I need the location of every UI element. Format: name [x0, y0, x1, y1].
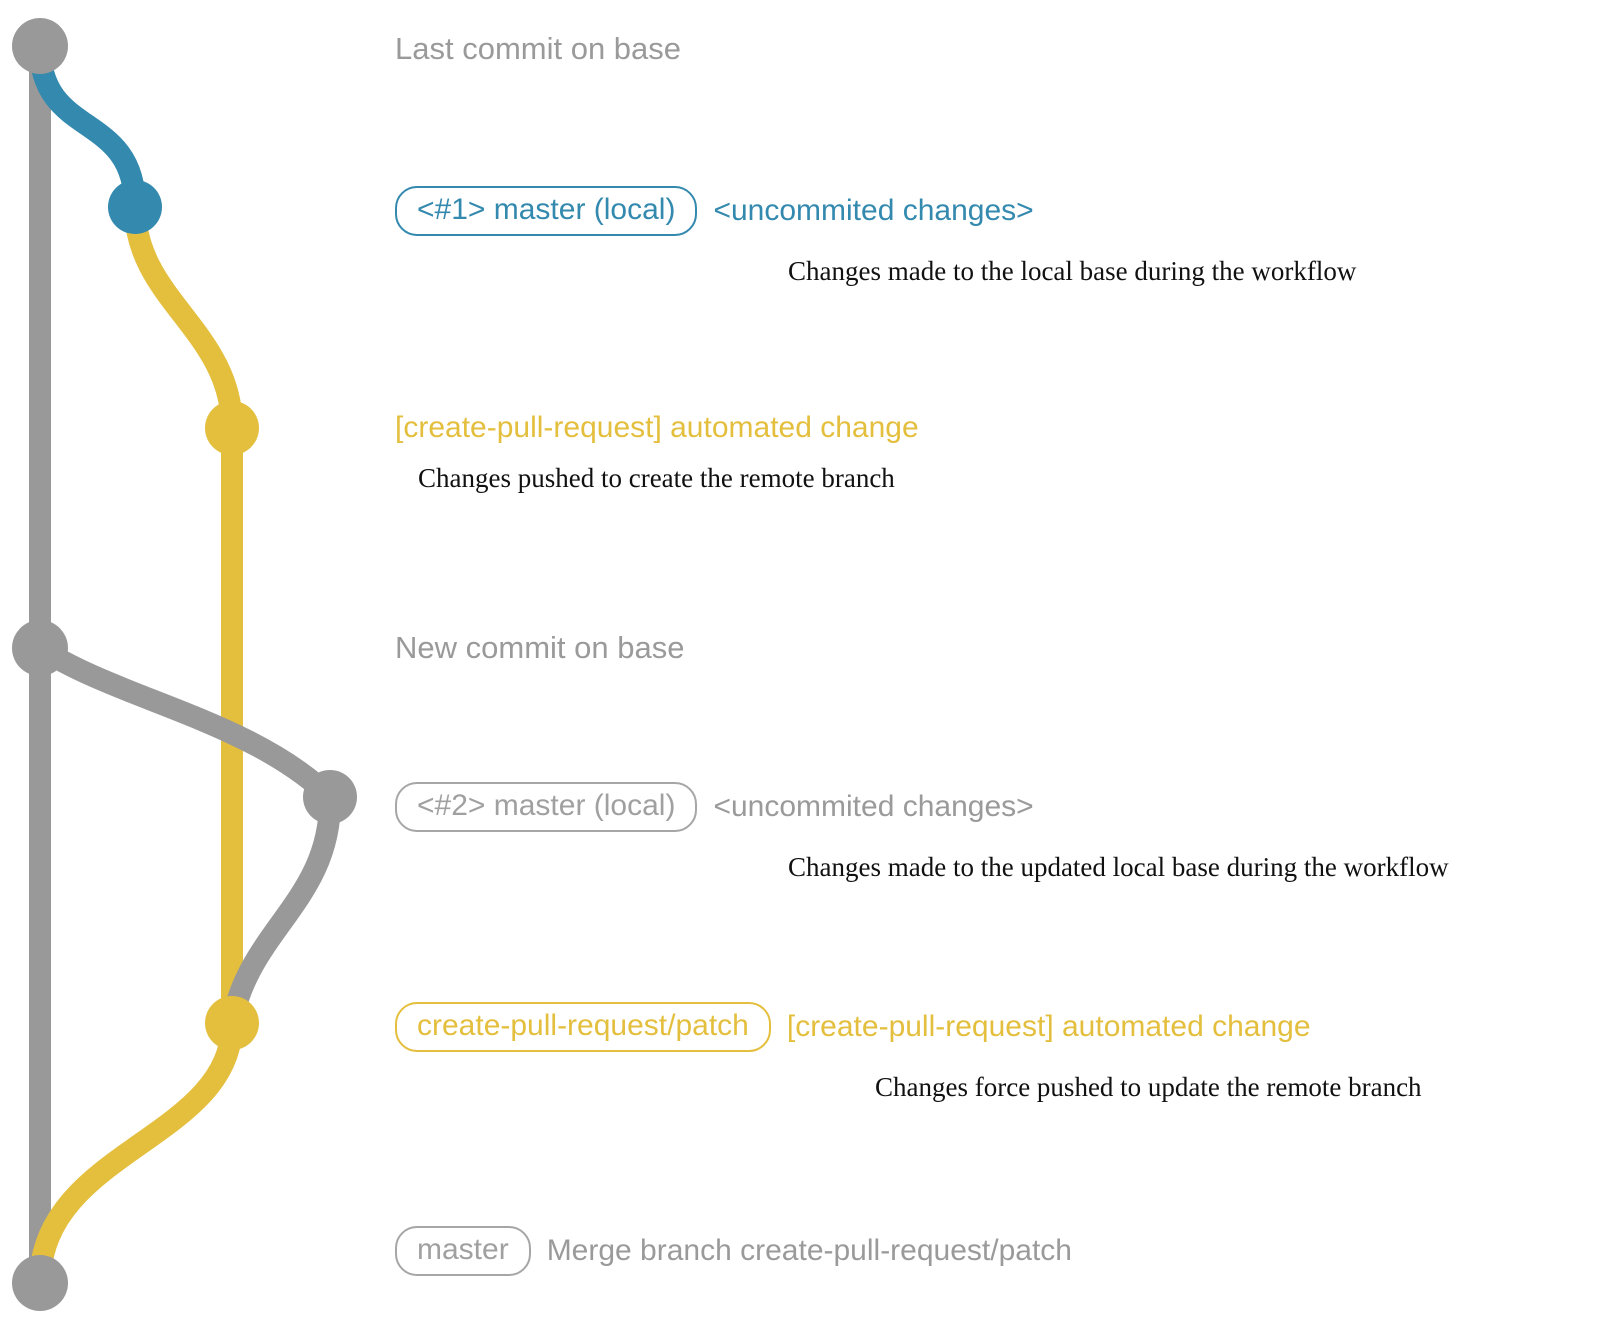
row-remote-commit-1: [create-pull-request] automated change C…: [395, 413, 919, 492]
commit-note-local-1: Changes made to the local base during th…: [788, 256, 1357, 286]
local-to-remote-line-2: [221, 786, 342, 1034]
row-main: Last commit on base: [395, 33, 681, 64]
branch-badge-remote-2[interactable]: create-pull-request/patch: [395, 1002, 771, 1052]
commit-subject-local-1: <uncommited changes>: [713, 194, 1034, 227]
row-main: master Merge branch create-pull-request/…: [395, 1226, 1072, 1276]
commit-graph-svg: [12, 18, 357, 1311]
commit-node-remote-2[interactable]: [205, 996, 259, 1050]
commit-subject-remote-1: [create-pull-request] automated change: [395, 411, 919, 444]
local-branch-line-2: [29, 637, 341, 808]
row-main: create-pull-request/patch [create-pull-r…: [395, 1002, 1422, 1052]
row-local-commit-1: <#1> master (local) <uncommited changes>…: [395, 186, 1356, 285]
row-merge-commit: master Merge branch create-pull-request/…: [395, 1226, 1072, 1276]
row-local-commit-2: <#2> master (local) <uncommited changes>…: [395, 782, 1449, 881]
commit-node-base-last[interactable]: [12, 18, 68, 74]
commit-node-base-merge[interactable]: [12, 1255, 68, 1311]
row-new-commit-on-base: New commit on base: [395, 632, 684, 663]
headline-last-commit-on-base: Last commit on base: [395, 31, 682, 66]
row-last-commit-on-base: Last commit on base: [395, 33, 681, 64]
commit-note-remote-2: Changes force pushed to update the remot…: [875, 1072, 1422, 1102]
commit-node-local-2[interactable]: [303, 770, 357, 824]
branch-badge-local-1[interactable]: <#1> master (local): [395, 186, 698, 236]
commit-node-remote-1[interactable]: [205, 401, 259, 455]
branch-badge-local-2[interactable]: <#2> master (local): [395, 782, 698, 832]
commit-node-local-1[interactable]: [108, 180, 162, 234]
branch-badge-master[interactable]: master: [395, 1226, 531, 1276]
commit-subject-merge: Merge branch create-pull-request/patch: [546, 1234, 1072, 1267]
row-main: <#1> master (local) <uncommited changes>: [395, 186, 1356, 236]
row-remote-commit-2: create-pull-request/patch [create-pull-r…: [395, 1002, 1422, 1101]
commit-subject-local-2: <uncommited changes>: [713, 790, 1034, 823]
merge-line: [29, 1012, 243, 1294]
commit-subject-remote-2: [create-pull-request] automated change: [786, 1010, 1311, 1043]
row-main: [create-pull-request] automated change: [395, 413, 919, 443]
row-main: <#2> master (local) <uncommited changes>: [395, 782, 1449, 832]
local-branch-line-1: [29, 35, 146, 218]
commit-note-remote-1: Changes pushed to create the remote bran…: [418, 463, 895, 493]
headline-new-commit-on-base: New commit on base: [395, 630, 685, 665]
commit-note-local-2: Changes made to the updated local base d…: [788, 852, 1449, 882]
row-main: New commit on base: [395, 632, 684, 663]
commit-node-base-new[interactable]: [12, 620, 68, 676]
